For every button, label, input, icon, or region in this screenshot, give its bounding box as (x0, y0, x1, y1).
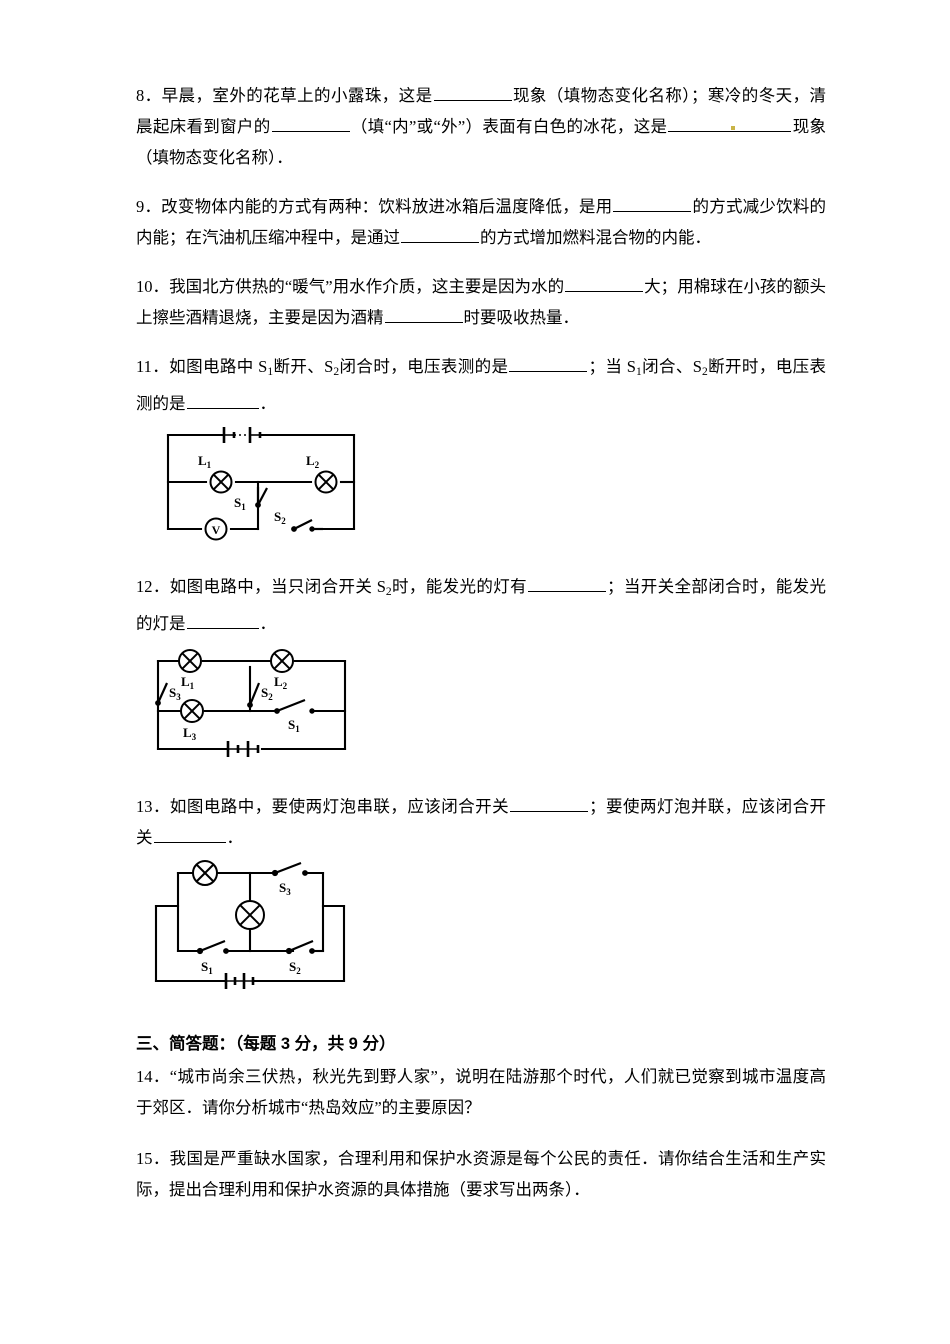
answer-blank[interactable] (271, 115, 350, 132)
switch-S2-symbol (247, 682, 261, 708)
question-9: 9．改变物体内能的方式有两种：饮料放进冰箱后温度降低，是用的方式减少饮料的内能；… (136, 191, 826, 253)
answer-blank[interactable] (528, 574, 607, 592)
circuit-11-svg: V L1 L2 S1 S2 (166, 426, 356, 541)
subscript: 2 (385, 585, 392, 598)
question-number: 9． (136, 197, 162, 216)
answer-blank[interactable] (668, 115, 735, 132)
subscript: 2 (333, 365, 340, 378)
page-content: 8．早晨，室外的花草上的小露珠，这是现象（填物态变化名称）；寒冷的冬天，清晨起床… (136, 80, 826, 1223)
label-L2: L2 (306, 453, 320, 470)
label-L1: L1 (198, 453, 212, 470)
switch-S3-symbol (155, 682, 169, 706)
label-L1: L1 (181, 674, 195, 691)
label-S1: S1 (234, 495, 246, 512)
question-13-text: 13．如图电路中，要使两灯泡串联，应该闭合开关；要使两灯泡并联，应该闭合开关． (136, 797, 826, 847)
question-14: 14．“城市尚余三伏热，秋光先到野人家”，说明在陆游那个时代，人们就已觉察到城市… (136, 1061, 826, 1123)
question-15-text: 15．我国是严重缺水国家，合理利用和保护水资源是每个公民的责任．请你结合生活和生… (136, 1148, 826, 1199)
question-15: 15．我国是严重缺水国家，合理利用和保护水资源是每个公民的责任．请你结合生活和生… (136, 1143, 826, 1205)
subscript: 1 (267, 365, 274, 378)
circuit-12-svg: L1 L2 L3 S3 S2 S1 (155, 648, 347, 757)
answer-blank[interactable] (510, 794, 589, 812)
circuit-13-svg: S3 S1 S2 (154, 859, 346, 989)
answer-blank[interactable] (613, 195, 692, 212)
battery-symbol (222, 426, 283, 443)
lamp-L2-symbol (270, 648, 294, 673)
answer-blank[interactable] (153, 825, 226, 843)
question-12-text: 12．如图电路中，当只闭合开关 S2时，能发光的灯有；当开关全部闭合时，能发光的… (136, 577, 826, 633)
label-S2: S2 (261, 685, 273, 702)
question-8-text: 8．早晨，室外的花草上的小露珠，这是现象（填物态变化名称）；寒冷的冬天，清晨起床… (136, 86, 826, 167)
label-S2: S2 (274, 509, 286, 526)
question-11: 11．如图电路中 S1断开、S2闭合时，电压表测的是；当 S1闭合、S2断开时，… (136, 351, 826, 419)
section-three-heading: 三、简答题：（每题 3 分，共 9 分） (136, 1034, 396, 1053)
question-number: 13． (136, 796, 170, 816)
question-number: 8． (136, 86, 162, 105)
lamp-L1-symbol (178, 648, 202, 673)
switch-S3-symbol (271, 861, 308, 876)
lamp-center-symbol (235, 899, 265, 930)
question-11-text: 11．如图电路中 S1断开、S2闭合时，电压表测的是；当 S1闭合、S2断开时，… (136, 357, 826, 413)
answer-blank[interactable] (384, 306, 463, 323)
voltmeter-label: V (212, 523, 221, 537)
answer-blank[interactable] (186, 611, 259, 629)
label-S1: S1 (288, 717, 300, 734)
label-S3: S3 (279, 880, 291, 897)
question-number: 10． (136, 277, 170, 296)
subscript: 1 (635, 365, 642, 378)
question-9-text: 9．改变物体内能的方式有两种：饮料放进冰箱后温度降低，是用的方式减少饮料的内能；… (136, 197, 826, 247)
label-L2: L2 (274, 674, 288, 691)
battery-symbol (224, 972, 270, 989)
answer-blank[interactable] (186, 391, 259, 409)
question-13: 13．如图电路中，要使两灯泡串联，应该闭合开关；要使两灯泡并联，应该闭合开关． (136, 791, 826, 853)
scan-speck (731, 126, 736, 130)
answer-blank[interactable] (565, 275, 644, 292)
answer-blank[interactable] (731, 115, 792, 132)
lamp-L3-symbol (180, 698, 204, 723)
answer-blank[interactable] (401, 226, 479, 243)
switch-S1-symbol (196, 939, 229, 954)
subscript: 2 (701, 365, 708, 378)
question-number: 12． (136, 576, 170, 596)
switch-S1-symbol (274, 698, 315, 714)
label-S2: S2 (289, 959, 301, 976)
lamp-L2-symbol (314, 470, 338, 494)
label-S1: S1 (201, 959, 213, 976)
question-10-text: 10．我国北方供热的“暖气”用水作介质，这主要是因为水的大；用棉球在小孩的额头上… (136, 277, 826, 327)
figure-circuit-12: L1 L2 L3 S3 S2 S1 (140, 645, 826, 763)
switch-S2-symbol (291, 518, 323, 532)
question-12: 12．如图电路中，当只闭合开关 S2时，能发光的灯有；当开关全部闭合时，能发光的… (136, 571, 826, 639)
answer-blank[interactable] (509, 355, 588, 372)
switch-S2-symbol (285, 939, 315, 954)
question-number: 11． (136, 357, 170, 376)
label-L3: L3 (183, 725, 197, 742)
question-14-text: 14．“城市尚余三伏热，秋光先到野人家”，说明在陆游那个时代，人们就已觉察到城市… (136, 1066, 826, 1117)
question-8: 8．早晨，室外的花草上的小露珠，这是现象（填物态变化名称）；寒冷的冬天，清晨起床… (136, 80, 826, 173)
battery-symbol (226, 740, 260, 757)
lamp-L1-symbol (209, 470, 233, 494)
voltmeter-symbol (204, 517, 228, 541)
figure-circuit-13: S3 S1 S2 (148, 859, 826, 999)
question-10: 10．我国北方供热的“暖气”用水作介质，这主要是因为水的大；用棉球在小孩的额头上… (136, 271, 826, 333)
switch-S1-symbol (255, 486, 268, 508)
answer-blank[interactable] (433, 84, 512, 101)
figure-circuit-11: V L1 L2 S1 S2 (146, 425, 826, 545)
label-S3: S3 (169, 685, 181, 702)
lamp-top-symbol (192, 859, 218, 886)
